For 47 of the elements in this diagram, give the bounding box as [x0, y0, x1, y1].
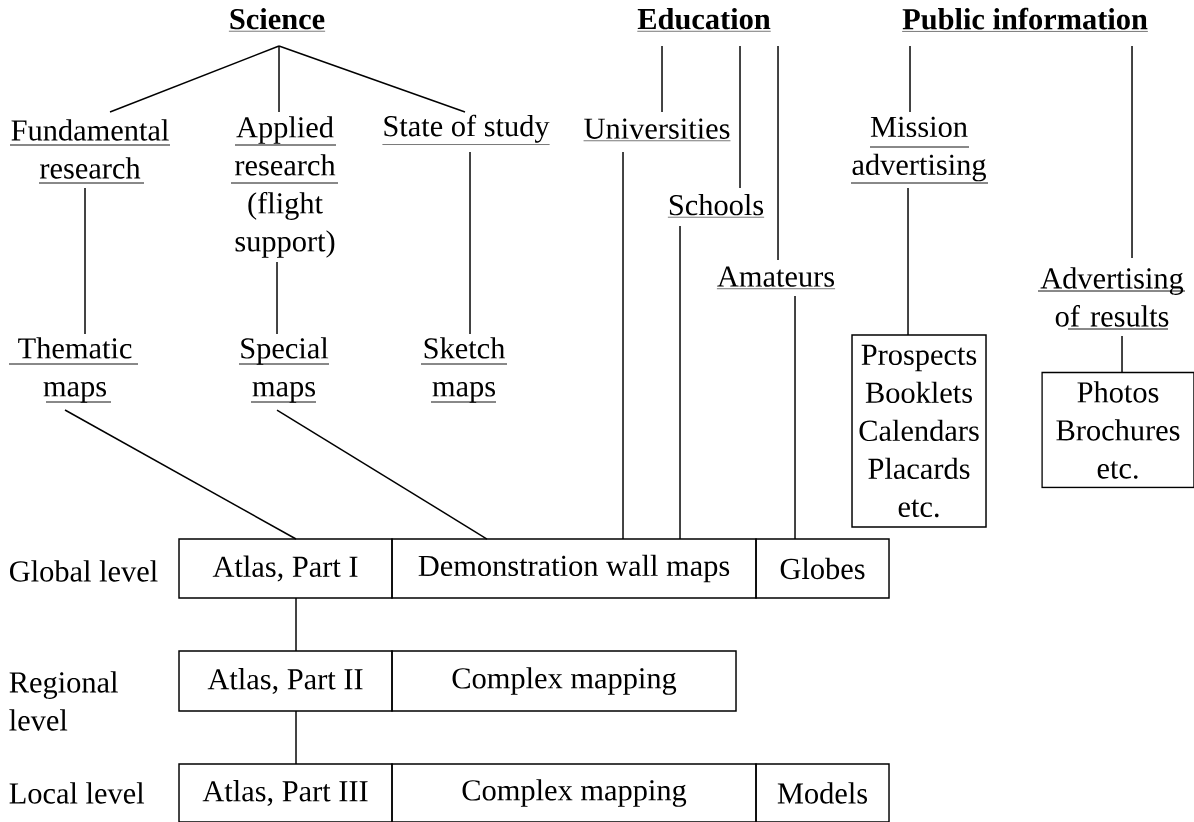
- underlined-label: State of study: [382, 114, 550, 145]
- connector-line: [907, 187, 909, 336]
- connector-line: [109, 45, 280, 113]
- text-box: Demonstration wall maps: [391, 538, 757, 599]
- underlined-label: Amateurs: [716, 266, 836, 289]
- connector-line: [1121, 335, 1123, 373]
- underlined-label: Thematic maps: [8, 337, 139, 403]
- row-label: Global level: [10, 560, 158, 582]
- text-box: Globes: [755, 538, 890, 599]
- underlined-label: Universities: [583, 118, 731, 141]
- connector-line: [295, 597, 297, 652]
- connector-line: [679, 225, 681, 540]
- underlined-label: Special maps: [238, 337, 330, 403]
- underlined-label: Fundamental research: [9, 119, 171, 184]
- connector-line: [661, 45, 663, 113]
- text-box: Complex mapping: [391, 763, 757, 822]
- underlined-label: Mission advertising: [850, 116, 989, 184]
- text-box: Atlas, Part III: [178, 763, 393, 822]
- connector-line: [276, 261, 278, 335]
- connector-line: [278, 45, 466, 113]
- row-label: Local level: [9, 782, 145, 804]
- text-box: Photos Brochures etc.: [1041, 371, 1194, 489]
- text-box: Atlas, Part II: [178, 650, 393, 712]
- connector-line: [622, 151, 624, 540]
- connector-line: [794, 295, 796, 540]
- connector-line: [84, 187, 86, 335]
- category-heading: Education: [637, 7, 771, 32]
- underlined-label: Applied research (flight support): [230, 116, 339, 258]
- connector-line: [64, 409, 297, 540]
- row-label: Regional level: [9, 671, 118, 731]
- connector-line: [278, 45, 280, 113]
- text-box: Models: [755, 763, 890, 822]
- connector-line: [1131, 45, 1133, 259]
- text-box: Complex mapping: [391, 650, 737, 712]
- category-heading: Science: [228, 7, 326, 32]
- connector-line: [469, 151, 471, 335]
- text-box: Prospects Booklets Calendars Placards etc.: [851, 334, 987, 528]
- connector-line: [777, 45, 779, 261]
- text-box: Atlas, Part I: [178, 538, 393, 599]
- connector-line: [739, 45, 741, 189]
- connector-line: [276, 409, 488, 540]
- connector-line: [295, 710, 297, 765]
- underlined-label: Sketch maps: [420, 337, 508, 403]
- connector-line: [909, 45, 911, 113]
- category-heading: Public information: [901, 7, 1149, 32]
- underlined-label: Advertising of results: [1037, 267, 1186, 330]
- underlined-label: Schools: [667, 193, 765, 218]
